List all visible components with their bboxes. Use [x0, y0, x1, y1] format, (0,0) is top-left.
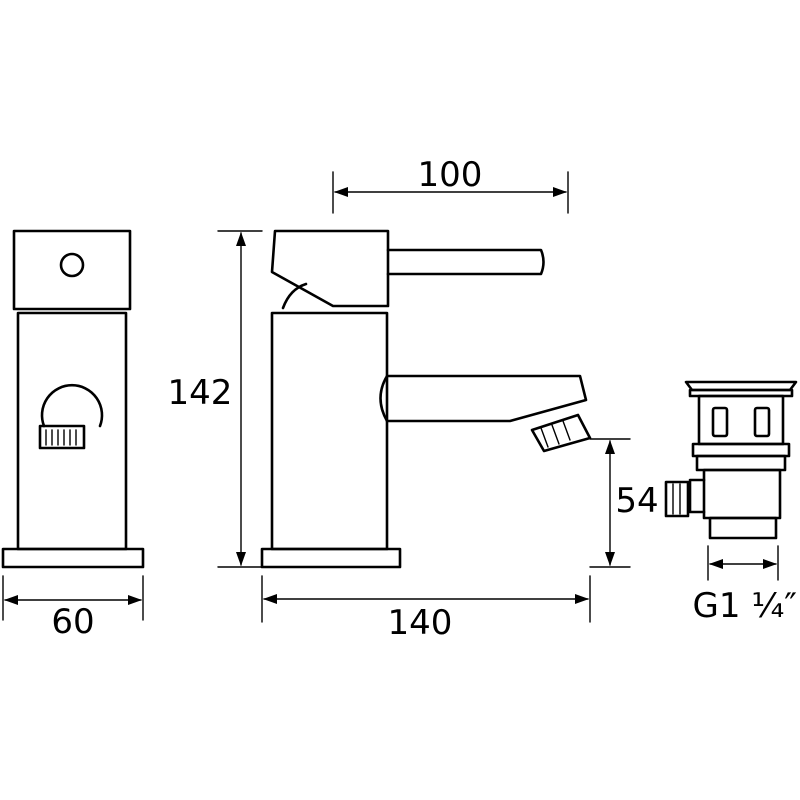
spout-height-label: 54 — [615, 481, 658, 521]
side-handle-block — [270, 229, 390, 308]
front-width-label: 60 — [51, 602, 94, 642]
waste-slot-left — [711, 406, 729, 438]
front-handle-hole — [59, 252, 85, 278]
side-spout — [379, 374, 588, 423]
side-body — [270, 311, 389, 551]
front-handle-block — [12, 229, 132, 311]
front-spout-circle — [40, 383, 104, 428]
side-lever — [386, 248, 545, 276]
height-label: 142 — [168, 373, 233, 413]
front-base-plate — [1, 547, 145, 569]
front-aerator-mesh — [45, 429, 77, 446]
waste-flange — [691, 442, 791, 458]
lever-length-label: 100 — [418, 155, 483, 195]
front-view: 60 — [1, 229, 145, 642]
waste-cage — [697, 394, 785, 446]
waste-overflow-connector — [664, 480, 690, 518]
front-body — [16, 311, 128, 551]
side-aerator — [530, 413, 592, 453]
side-base-plate — [260, 547, 402, 569]
waste-body — [702, 468, 782, 520]
waste-overflow-arm — [688, 478, 706, 514]
side-handle-curve — [281, 282, 308, 310]
side-view: 100 142 140 54 — [168, 155, 659, 643]
waste-view: G1 ¼″ — [664, 380, 798, 626]
waste-nut — [695, 454, 787, 472]
waste-tail — [708, 516, 778, 540]
front-aerator — [38, 424, 86, 450]
base-length-label: 140 — [388, 603, 453, 643]
waste-thread-label: G1 ¼″ — [693, 586, 797, 626]
waste-slot-right — [753, 406, 771, 438]
